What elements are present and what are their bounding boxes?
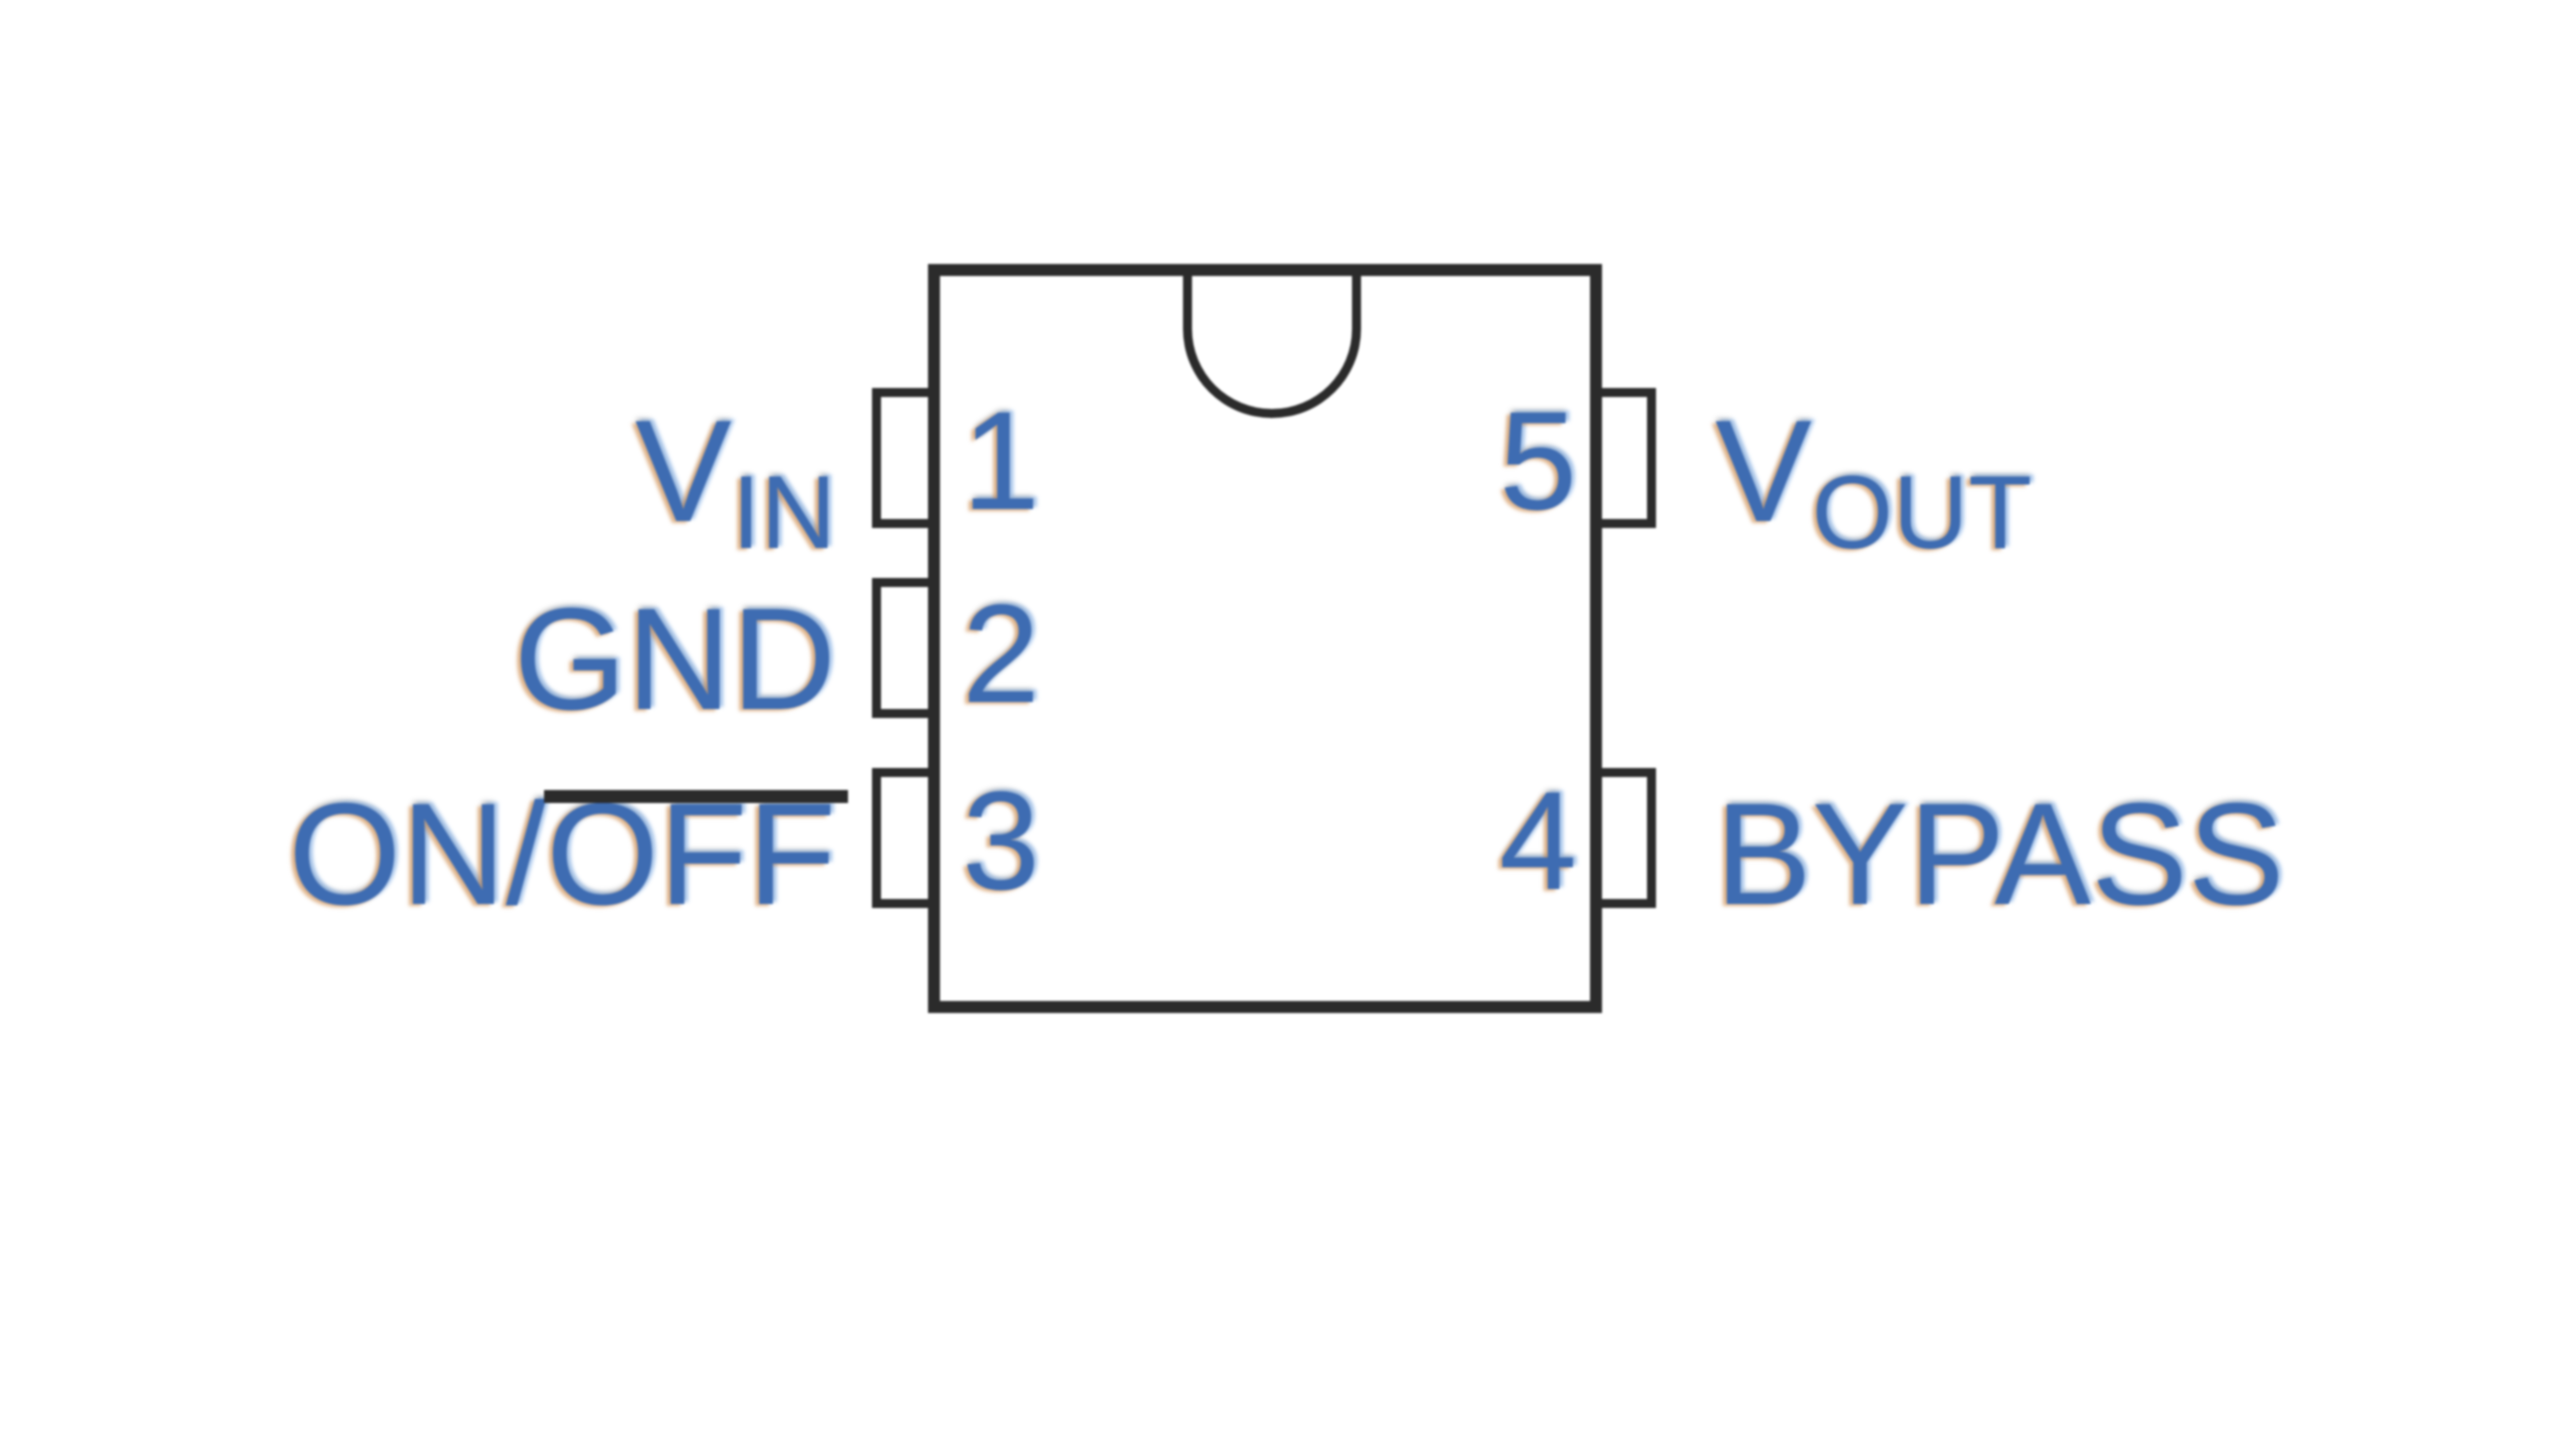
pin4-label-bypass: BYPASS xyxy=(1715,773,2285,935)
pin2-number: 2 xyxy=(962,575,1040,732)
off-overline-bar xyxy=(544,790,848,803)
vout-main: V xyxy=(1715,390,1812,552)
vin-subscript: IN xyxy=(731,454,836,572)
pin1-label-vin: VIN xyxy=(635,399,836,585)
orientation-notch-icon xyxy=(1183,276,1361,418)
pin2-label-gnd: GND xyxy=(513,578,836,740)
pin4-number: 4 xyxy=(1499,762,1577,919)
chip-body xyxy=(928,264,1602,1013)
onoff-prefix: ON/ xyxy=(288,773,547,935)
onoff-overlined-part: OFF xyxy=(546,773,836,935)
pin3-label-onoff: ON/OFF xyxy=(288,782,836,927)
pin5-label-vout: VOUT xyxy=(1715,399,2032,585)
pin5-number: 5 xyxy=(1499,382,1577,539)
pin1-number: 1 xyxy=(962,382,1040,539)
vout-subscript: OUT xyxy=(1811,454,2033,572)
pin3-number: 3 xyxy=(962,762,1040,919)
vin-main: V xyxy=(634,390,732,552)
